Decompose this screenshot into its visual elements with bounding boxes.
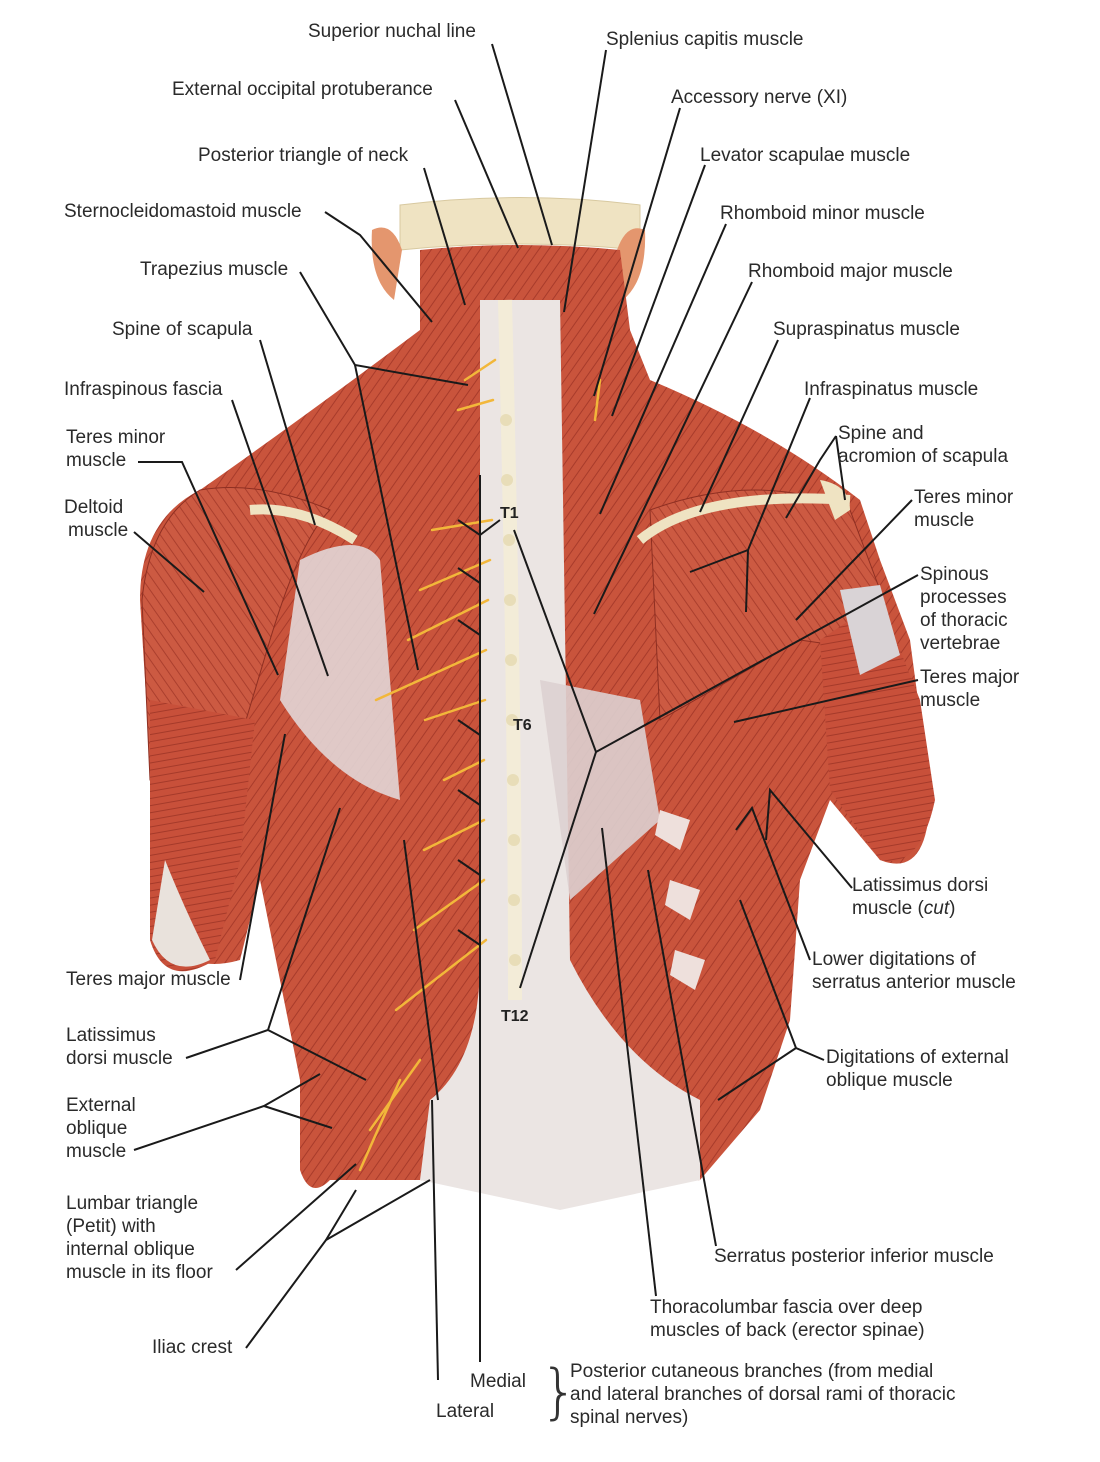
label-thoracolumbar-line2: muscles of back (erector spinae)	[650, 1320, 925, 1341]
label-latissimus-left-line1: Latissimus	[66, 1025, 156, 1046]
label-digitations-external-line1: Digitations of external	[826, 1047, 1009, 1068]
label-lower-digitations-line2: serratus anterior muscle	[812, 972, 1016, 993]
label-levator-scapulae: Levator scapulae muscle	[700, 145, 911, 166]
vertebra-label-t1: T1	[500, 505, 519, 522]
label-teres-minor-right-line1: Teres minor	[914, 487, 1014, 508]
label-posterior-triangle: Posterior triangle of neck	[198, 145, 409, 166]
label-superior-nuchal-line: Superior nuchal line	[308, 21, 476, 42]
label-posterior-cutaneous-line1: Posterior cutaneous branches (from media…	[570, 1361, 934, 1382]
label-teres-minor-right-line2: muscle	[914, 510, 975, 531]
label-thoracolumbar-line1: Thoracolumbar fascia over deep	[650, 1297, 923, 1318]
label-teres-minor-left-line1: Teres minor	[66, 427, 166, 448]
infraspinous-fascia-left	[280, 545, 400, 800]
right-arm-tendon	[840, 585, 900, 675]
label-spine-of-scapula: Spine of scapula	[112, 319, 253, 340]
label-lateral: Lateral	[436, 1401, 495, 1422]
brace-icon: }	[540, 1357, 579, 1427]
label-lumbar-triangle-line4: muscle in its floor	[66, 1262, 213, 1283]
left-elbow-tendon	[152, 860, 210, 967]
label-deltoid-line2: muscle	[68, 520, 129, 541]
label-trapezius: Trapezius muscle	[140, 259, 289, 280]
right-scapula-spine	[636, 493, 851, 544]
label-medial: Medial	[470, 1371, 526, 1392]
left-ear	[371, 227, 402, 300]
acromion	[820, 480, 850, 520]
vertebra-markers	[500, 414, 521, 966]
label-supraspinatus: Supraspinatus muscle	[773, 319, 960, 340]
label-spine-acromion-line2: acromion of scapula	[838, 446, 1009, 467]
label-teres-minor-left-line2: muscle	[66, 450, 127, 471]
right-digitations	[655, 810, 705, 990]
label-external-oblique-line1: External	[66, 1095, 136, 1116]
left-scapula-spine	[249, 504, 358, 545]
label-latissimus-cut-line1: Latissimus dorsi	[852, 875, 989, 896]
label-spinous-processes-line2: processes	[920, 587, 1007, 608]
vertebra-label-t6: T6	[513, 717, 532, 734]
label-serratus-posterior-inferior: Serratus posterior inferior muscle	[714, 1246, 994, 1267]
label-spine-acromion-line1: Spine and	[838, 423, 924, 444]
right-arm	[820, 600, 935, 862]
cutaneous-nerves	[358, 358, 602, 1172]
right-fascia-patch	[540, 680, 660, 900]
label-posterior-cutaneous-line2: and lateral branches of dorsal rami of t…	[570, 1384, 956, 1405]
label-sternocleidomastoid: Sternocleidomastoid muscle	[64, 201, 302, 222]
label-latissimus-left-line2: dorsi muscle	[66, 1048, 173, 1069]
label-spinous-processes-line3: of thoracic	[920, 610, 1008, 631]
label-rhomboid-minor: Rhomboid minor muscle	[720, 203, 925, 224]
label-lower-digitations-line1: Lower digitations of	[812, 949, 976, 970]
label-spinous-processes-line1: Spinous	[920, 564, 989, 585]
label-iliac-crest: Iliac crest	[152, 1337, 233, 1358]
label-splenius-capitis: Splenius capitis muscle	[606, 29, 804, 50]
label-teres-major-right-line2: muscle	[920, 690, 981, 711]
leader-lines	[133, 43, 919, 1381]
label-external-oblique-line2: oblique	[66, 1118, 128, 1139]
label-external-oblique-line3: muscle	[66, 1141, 127, 1162]
label-accessory-nerve: Accessory nerve (XI)	[671, 87, 848, 108]
label-lumbar-triangle-line2: (Petit) with	[66, 1216, 156, 1237]
label-posterior-cutaneous-line3: spinal nerves)	[570, 1407, 689, 1428]
label-lumbar-triangle-line3: internal oblique	[66, 1239, 195, 1260]
vertebra-label-t12: T12	[501, 1008, 529, 1025]
label-infraspinatus: Infraspinatus muscle	[804, 379, 979, 400]
spinous-processes	[498, 299, 522, 1001]
label-teres-major-left: Teres major muscle	[66, 969, 231, 990]
label-deltoid-line1: Deltoid	[64, 497, 124, 518]
label-external-occipital-protuberance: External occipital protuberance	[172, 79, 433, 100]
label-latissimus-cut-line2: muscle (cut)	[852, 898, 956, 919]
label-spinous-processes-line4: vertebrae	[920, 633, 1001, 654]
label-digitations-external-line2: oblique muscle	[826, 1070, 953, 1091]
label-teres-major-right-line1: Teres major	[920, 667, 1020, 688]
label-infraspinous-fascia: Infraspinous fascia	[64, 379, 223, 400]
label-rhomboid-major: Rhomboid major muscle	[748, 261, 953, 282]
label-lumbar-triangle-line1: Lumbar triangle	[66, 1193, 199, 1214]
